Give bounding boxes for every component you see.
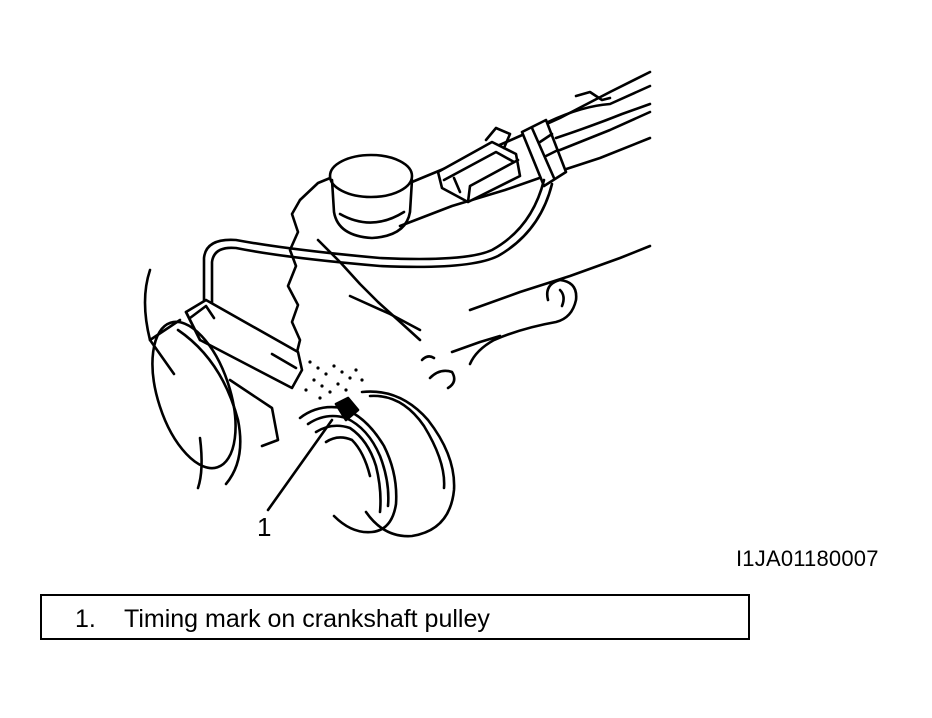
engine-timing-illustration xyxy=(0,0,932,560)
callout-number: 1 xyxy=(257,512,272,542)
radiator-hose xyxy=(422,280,576,388)
light-beam xyxy=(304,360,364,400)
fan-shroud xyxy=(136,270,278,488)
legend-item-text: Timing mark on crankshaft pulley xyxy=(124,605,490,633)
oil-filler-cap xyxy=(330,155,412,238)
legend-box: 1. Timing mark on crankshaft pulley xyxy=(40,594,750,640)
timing-light xyxy=(186,300,302,388)
inductive-pickup-clamp xyxy=(522,120,566,186)
spark-plug-connector xyxy=(438,128,520,202)
legend-item-number: 1. xyxy=(75,605,96,633)
timing-light-cable xyxy=(204,180,552,304)
callout-leader-line xyxy=(268,420,332,510)
figure-code: I1JA01180007 xyxy=(736,546,879,571)
plug-wires xyxy=(548,86,650,138)
crankshaft-pulley xyxy=(300,392,454,537)
